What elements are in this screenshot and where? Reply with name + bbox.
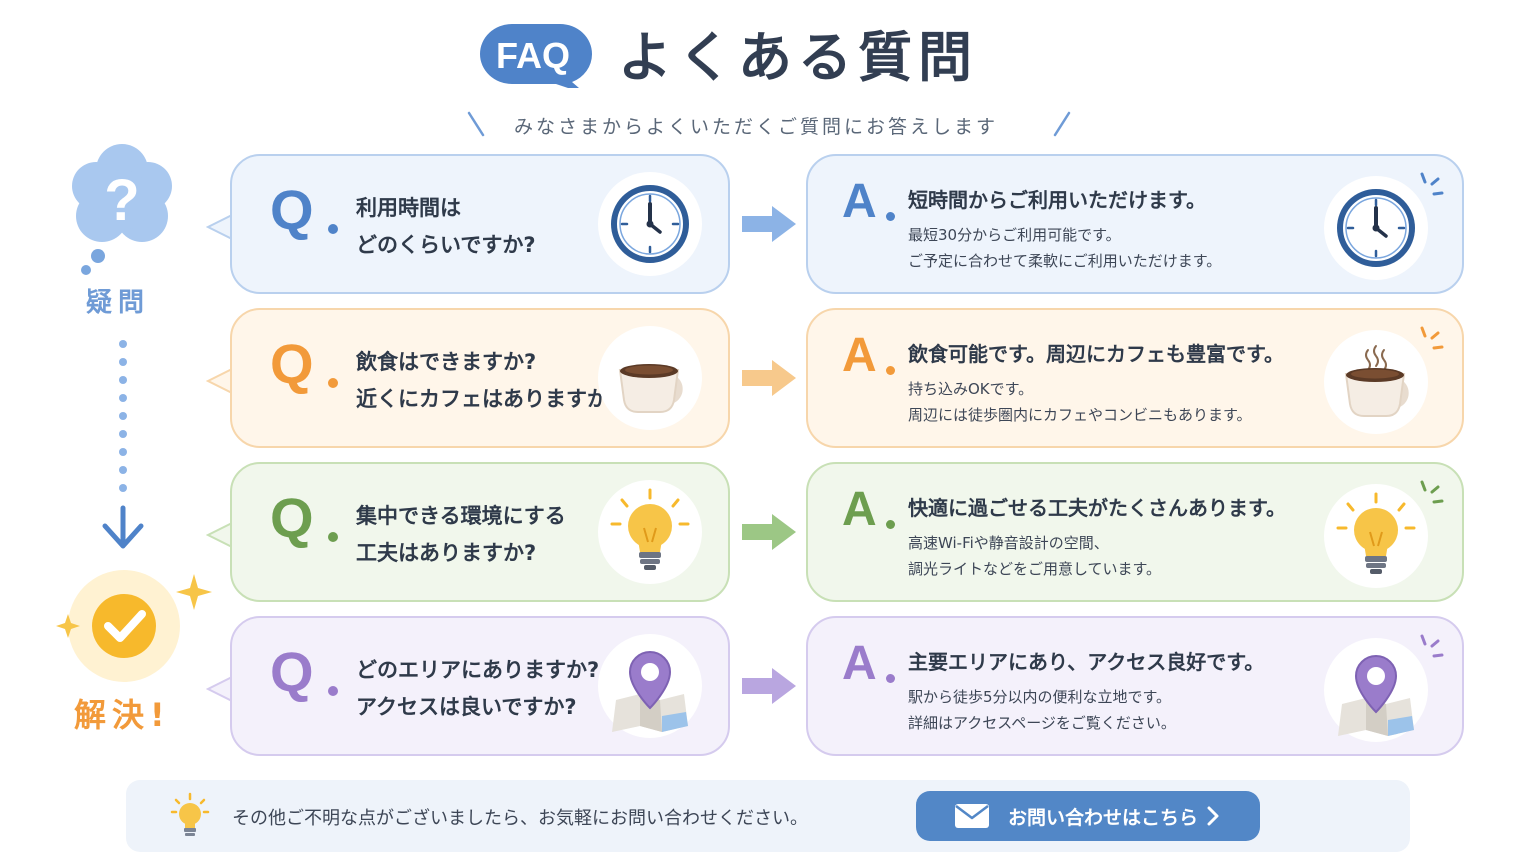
question-letter-dot [328,532,338,542]
sparkle-icon [1412,478,1446,512]
answer-letter-dot [886,520,895,529]
question-text: 飲食はできますか? 近くにカフェはありますか? [356,344,620,418]
coffee-cup-icon [1324,330,1428,434]
question-card: Q 利用時間はどのくらいですか? [230,154,730,294]
question-line: 利用時間は [356,196,461,220]
answer-description: 駅から徒歩5分以内の便利な立地です。詳細はアクセスページをご覧ください。 [908,684,1176,736]
solved-check-icon [56,570,212,682]
question-letter-dot [328,378,338,388]
question-mark-letter: Q [270,640,314,703]
flow-start-label: 疑問 [86,288,151,318]
answer-title: 飲食可能です。周辺にカフェも豊富です。 [908,342,1284,366]
arrow-right-icon [742,666,796,706]
clock-icon [1324,176,1428,280]
map-pin-icon [1324,638,1428,742]
question-line: 近くにカフェはありますか? [356,387,621,411]
answer-line: 高速Wi-Fiや静音設計の空間、 [908,534,1109,552]
sparkle-icon [1412,324,1446,358]
answer-mark-letter: A [842,329,877,382]
question-card: Q 飲食はできますか? 近くにカフェはありますか? [230,308,730,448]
map-pin-icon [598,634,702,738]
mail-icon [955,804,989,828]
faq-badge-text: FAQ [496,35,570,76]
question-line: どのエリアにありますか? [356,658,600,682]
answer-description: 最短30分からご利用可能です。ご予定に合わせて柔軟にご利用いただけます。 [908,222,1221,274]
answer-letter-dot [886,366,895,375]
question-card: Q どのエリアにありますか? アクセスは良いですか? [230,616,730,756]
faq-row: Q どのエリアにありますか? アクセスは良いですか? A 主要エリアにあり、アクセス良好… [0,616,1536,756]
answer-line: 周辺には徒歩圏内にカフェやコンビニもあります。 [908,406,1252,424]
faq-row: Q 飲食はできますか? 近くにカフェはありますか? A 飲食可能です。周辺にカフェも豊富… [0,308,1536,448]
faq-badge: FAQ [480,24,593,88]
question-text: 集中できる環境にする工夫はありますか? [356,498,566,572]
answer-title: 快適に過ごせる工夫がたくさんあります。 [908,496,1286,520]
question-text: 利用時間はどのくらいですか? [356,190,536,264]
subtitle-row: みなさまからよくいただくご質問にお答えします [0,108,1536,142]
page-header: FAQ よくある質問 [0,18,1536,98]
question-line: 工夫はありますか? [356,541,537,565]
question-line: どのくらいですか? [356,233,536,257]
subtitle-right-slash [1053,111,1071,137]
sparkle-icon [1412,632,1446,666]
question-text: どのエリアにありますか? アクセスは良いですか? [356,652,599,726]
answer-letter-dot [886,674,895,683]
answer-line: 駅から徒歩5分以内の便利な立地です。 [908,688,1172,706]
answer-card: A 主要エリアにあり、アクセス良好です。駅から徒歩5分以内の便利な立地です。詳細は… [806,616,1464,756]
faq-row: Q 集中できる環境にする工夫はありますか? A 快適に過ごせる工夫がたくさんあります。… [0,462,1536,602]
answer-line: 持ち込みOKです。 [908,380,1034,398]
question-letter-dot [328,224,338,234]
answer-mark-letter: A [842,637,877,690]
svg-text:?: ? [104,168,139,233]
answer-mark-letter: A [842,483,877,536]
question-mark-letter: Q [270,332,314,395]
answer-card: A 飲食可能です。周辺にカフェも豊富です。持ち込みOKです。周辺には徒歩圏内にカフ… [806,308,1464,448]
answer-line: 最短30分からご利用可能です。 [908,226,1121,244]
page-subtitle: みなさまからよくいただくご質問にお答えします [514,116,999,138]
arrow-right-icon [742,358,796,398]
answer-title: 主要エリアにあり、アクセス良好です。 [908,650,1265,674]
clock-icon [598,172,702,276]
question-line: 集中できる環境にする [356,504,566,528]
light-bulb-icon [170,792,210,836]
question-card: Q 集中できる環境にする工夫はありますか? [230,462,730,602]
arrow-right-icon [742,512,796,552]
answer-line: 詳細はアクセスページをご覧ください。 [908,714,1176,732]
answer-card: A 快適に過ごせる工夫がたくさんあります。高速Wi-Fiや静音設計の空間、調光ライ… [806,462,1464,602]
answer-mark-letter: A [842,175,877,228]
question-cloud-icon: ? [72,144,172,275]
footer-bar: その他ご不明な点がございましたら、お気軽にお問い合わせください。 お問い合わせは… [126,780,1410,852]
page-title: よくある質問 [618,26,978,89]
question-line: 飲食はできますか? [356,350,537,374]
sparkle-icon [1412,170,1446,204]
question-mark-letter: Q [270,486,314,549]
flow-dotted-arrow [102,340,144,549]
answer-description: 高速Wi-Fiや静音設計の空間、調光ライトなどをご用意しています。 [908,530,1161,582]
question-mark-letter: Q [270,178,314,241]
light-bulb-icon [598,480,702,584]
arrow-right-icon [742,204,796,244]
footer-note: その他ご不明な点がございましたら、お気軽にお問い合わせください。 [232,808,808,829]
answer-card: A 短時間からご利用いただけます。最短30分からご利用可能です。ご予定に合わせて柔… [806,154,1464,294]
answer-title: 短時間からご利用いただけます。 [908,188,1206,212]
coffee-cup-icon [598,326,702,430]
contact-button[interactable]: お問い合わせはこちら [916,791,1260,841]
faq-row: Q 利用時間はどのくらいですか? A 短時間からご利用いただけます。最短30分からご利… [0,154,1536,294]
question-line: アクセスは良いですか? [356,695,577,719]
chevron-right-icon [1207,806,1219,826]
answer-letter-dot [886,212,895,221]
contact-button-label: お問い合わせはこちら [1008,807,1199,829]
answer-description: 持ち込みOKです。周辺には徒歩圏内にカフェやコンビニもあります。 [908,376,1252,428]
flow-end-label: 解決! [74,696,171,734]
light-bulb-icon [1324,484,1428,588]
answer-line: 調光ライトなどをご用意しています。 [908,560,1162,578]
question-letter-dot [328,686,338,696]
answer-line: ご予定に合わせて柔軟にご利用いただけます。 [908,252,1222,270]
subtitle-left-slash [467,111,485,137]
